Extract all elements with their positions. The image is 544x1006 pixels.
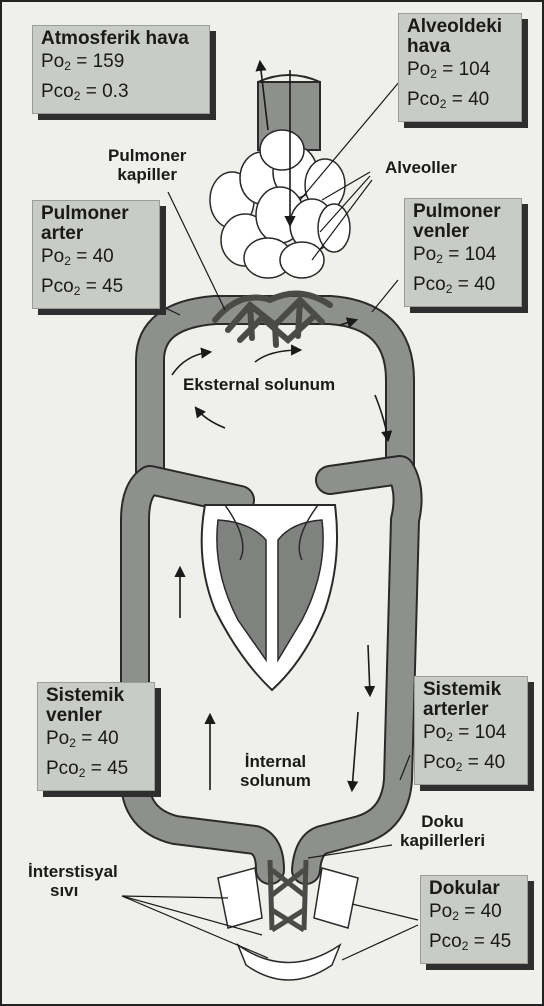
- box-title: Atmosferik hava: [41, 29, 201, 49]
- arrow-pulm-5: [196, 408, 225, 428]
- po2-row: Po2 = 104: [407, 57, 513, 87]
- box-title-2: arter: [41, 224, 151, 244]
- box-title-2: hava: [407, 37, 513, 57]
- alveoli-label: Alveoller: [385, 158, 457, 177]
- leader-pulm-ven: [372, 280, 398, 312]
- leader-inters-1: [122, 896, 228, 898]
- pco2-value: 40: [474, 274, 495, 295]
- po2-row: Po2 = 40: [429, 899, 519, 929]
- leader-dokular-2: [342, 925, 418, 960]
- box-title-2: venler: [46, 706, 146, 726]
- arrow-pulm-1: [172, 352, 210, 375]
- po2-row: Po2 = 40: [46, 726, 146, 756]
- pco2-row: Pco2 = 0.3: [41, 79, 201, 109]
- systemic-arteries-box: Sistemik arterler Po2 = 104 Pco2 = 40: [414, 676, 528, 785]
- tissue-capillaries-label: Doku kapillerleri: [400, 812, 485, 850]
- external-respiration-label: Eksternal solunum: [183, 375, 335, 394]
- tissue-base: [238, 945, 340, 980]
- po2-value: 159: [93, 51, 125, 72]
- interstitial-fluid-label: İnterstisyal sıvı: [28, 862, 118, 900]
- po2-row: Po2 = 104: [423, 720, 519, 750]
- alveoli-cluster: [210, 130, 350, 278]
- tissues-box: Dokular Po2 = 40 Pco2 = 45: [420, 875, 528, 964]
- pco2-value: 40: [468, 89, 489, 110]
- box-title: Alveoldeki: [407, 17, 513, 37]
- po2-value: 104: [475, 722, 507, 743]
- pco2-row: Pco2 = 40: [413, 272, 513, 302]
- pco2-row: Pco2 = 45: [41, 274, 151, 304]
- leader-dokular-1: [352, 904, 418, 920]
- alveolar-air-box: Alveoldeki hava Po2 = 104 Pco2 = 40: [398, 13, 522, 122]
- pco2-row: Pco2 = 45: [46, 756, 146, 786]
- pco2-row: Pco2 = 40: [423, 750, 519, 780]
- po2-value: 104: [459, 59, 491, 80]
- po2-row: Po2 = 159: [41, 49, 201, 79]
- po2-row: Po2 = 40: [41, 244, 151, 274]
- pco2-row: Pco2 = 45: [429, 929, 519, 959]
- arrow-pulm-2: [255, 350, 300, 362]
- systemic-veins-box: Sistemik venler Po2 = 40 Pco2 = 45: [37, 682, 155, 791]
- po2-value: 40: [481, 901, 502, 922]
- pulmonary-capillary-label: Pulmoner kapiller: [108, 146, 186, 184]
- box-title: Pulmoner: [413, 202, 513, 222]
- arrow-sys-down: [368, 645, 370, 695]
- internal-respiration-label: İnternal solunum: [240, 752, 311, 790]
- tissue-block-right: [314, 868, 358, 928]
- tissue-capillary-network: [270, 860, 306, 930]
- pco2-value: 45: [102, 276, 123, 297]
- arrow-int-down: [352, 712, 358, 790]
- box-title: Pulmoner: [41, 204, 151, 224]
- po2-value: 104: [465, 244, 497, 265]
- po2-value: 40: [93, 246, 114, 267]
- box-title: Dokular: [429, 879, 519, 899]
- box-title-2: venler: [413, 222, 513, 242]
- box-title: Sistemik: [46, 686, 146, 706]
- pco2-row: Pco2 = 40: [407, 87, 513, 117]
- box-title-2: arterler: [423, 700, 519, 720]
- po2-value: 40: [98, 728, 119, 749]
- pco2-value: 40: [484, 752, 505, 773]
- pco2-value: 0.3: [102, 81, 128, 102]
- heart: [202, 505, 337, 690]
- po2-row: Po2 = 104: [413, 242, 513, 272]
- pco2-value: 45: [107, 758, 128, 779]
- box-title: Sistemik: [423, 680, 519, 700]
- pulmonary-artery-box: Pulmoner arter Po2 = 40 Pco2 = 45: [32, 200, 160, 309]
- pco2-value: 45: [490, 931, 511, 952]
- atmospheric-air-box: Atmosferik hava Po2 = 159 Pco2 = 0.3: [32, 25, 210, 114]
- pulmonary-veins-box: Pulmoner venler Po2 = 104 Pco2 = 40: [404, 198, 522, 307]
